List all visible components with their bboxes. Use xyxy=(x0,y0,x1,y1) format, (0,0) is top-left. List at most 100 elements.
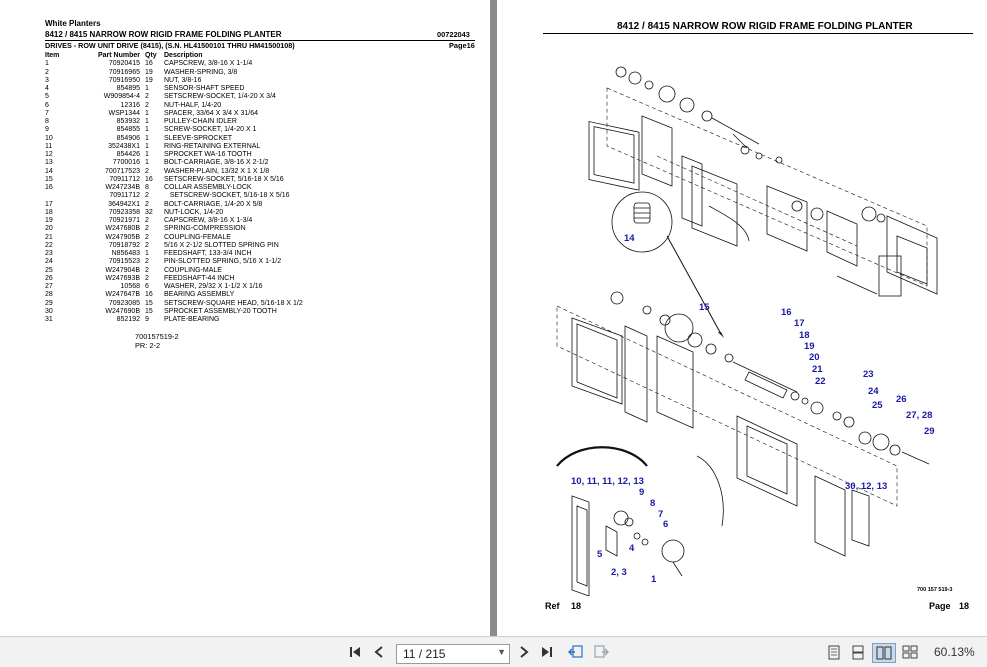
row-item: 24 xyxy=(45,258,53,266)
row-qty: 8 xyxy=(145,184,149,191)
row-part-number: W247234B xyxy=(105,184,140,191)
row-description: WASHER-PLAIN, 13/32 X 1 X 1/8 xyxy=(164,167,270,175)
header-rule xyxy=(45,40,475,41)
row-qty: 1 xyxy=(145,134,149,142)
page-number-input[interactable]: 11 / 215 ▼ xyxy=(396,644,510,664)
row-qty: 2 xyxy=(145,93,149,101)
row-part-number: W247904B xyxy=(105,266,140,274)
row-qty: 1 xyxy=(145,109,149,117)
row-part-number: N856483 xyxy=(111,250,140,257)
row-part-number: 70916965 xyxy=(108,68,140,76)
two-page-view-icon[interactable] xyxy=(872,643,896,663)
row-part-number: 7700016 xyxy=(112,159,140,167)
first-page-icon[interactable] xyxy=(346,643,364,661)
row-qty: 2 xyxy=(145,225,149,233)
footer-code: 700157519-2 xyxy=(135,332,179,341)
row-qty: 1 xyxy=(145,159,149,167)
row-part-number: 70915523 xyxy=(108,258,140,266)
row-qty: 2 xyxy=(145,101,149,109)
page-dropdown-icon[interactable]: ▼ xyxy=(497,647,506,657)
row-part-number: 854895 xyxy=(116,85,140,92)
row-item: 30 xyxy=(45,307,53,315)
row-part-number: 70921971 xyxy=(108,217,140,224)
row-qty: 1 xyxy=(145,250,149,257)
two-page-continuous-icon[interactable] xyxy=(899,643,921,661)
single-page-view-icon[interactable] xyxy=(825,643,843,661)
row-description: FEEDSHAFT-44 INCH xyxy=(164,274,235,282)
row-description: 5/16 X 2-1/2 SLOTTED SPRING PIN xyxy=(164,241,279,249)
callout-25: 25 xyxy=(872,400,883,411)
row-item: 8 xyxy=(45,118,49,125)
callout-24: 24 xyxy=(868,386,879,397)
next-view-icon[interactable] xyxy=(591,643,611,661)
row-qty: 2 xyxy=(145,200,149,208)
row-item: 11 xyxy=(45,142,53,150)
callout-18: 18 xyxy=(799,330,810,341)
row-qty: 19 xyxy=(145,76,153,84)
callout-16: 16 xyxy=(781,307,792,318)
row-part-number: 70923085 xyxy=(108,299,140,307)
row-item: 6 xyxy=(45,101,49,109)
row-item: 28 xyxy=(45,291,53,299)
row-description: SETSCREW-SOCKET, 5/16-18 X 5/16 xyxy=(164,192,290,200)
parts-table-header: Item Part Number Qty Description xyxy=(45,52,303,60)
zoom-level[interactable]: 60.13% xyxy=(934,645,975,659)
row-part-number: 70923358 xyxy=(108,208,140,216)
row-part-number: 854906 xyxy=(116,134,140,142)
row-qty: 15 xyxy=(145,299,153,307)
callout-21: 21 xyxy=(812,364,823,375)
row-description: SPROCKET ASSEMBLY-20 TOOTH xyxy=(164,307,277,315)
row-qty: 2 xyxy=(145,217,149,224)
previous-view-icon[interactable] xyxy=(566,643,586,661)
ref-label: Ref xyxy=(545,601,560,611)
row-item: 19 xyxy=(45,217,53,224)
row-item: 7 xyxy=(45,109,49,117)
row-description: SETSCREW-SOCKET, 5/16-18 X 5/16 xyxy=(164,175,284,183)
planter-title: 8412 / 8415 NARROW ROW RIGID FRAME FOLDI… xyxy=(45,30,282,39)
row-item: 27 xyxy=(45,283,53,290)
row-item: 16 xyxy=(45,184,53,191)
col-description: Description xyxy=(164,52,203,59)
upper-row-assembly xyxy=(588,66,938,297)
row-description: WASHER-SPRING, 3/8 xyxy=(164,68,238,76)
callout-4: 4 xyxy=(629,543,635,554)
doc-number: 00722043 xyxy=(437,30,470,39)
row-item: 18 xyxy=(45,208,53,216)
row-description: SETSCREW-SQUARE HEAD, 5/16-18 X 1/2 xyxy=(164,299,303,307)
previous-page-icon[interactable] xyxy=(370,643,388,661)
next-page-icon[interactable] xyxy=(515,643,533,661)
row-qty: 19 xyxy=(145,68,153,76)
last-page-icon[interactable] xyxy=(538,643,556,661)
row-item: 23 xyxy=(45,250,53,257)
table-row: 2 70916965 19 WASHER-SPRING, 3/8 xyxy=(45,69,303,77)
row-part-number: W247693B xyxy=(105,274,140,282)
row-description: SCREW-SOCKET, 1/4-20 X 1 xyxy=(164,126,257,134)
row-description: SENSOR-SHAFT SPEED xyxy=(164,85,245,92)
row-item: 3 xyxy=(45,76,49,84)
callout-6: 6 xyxy=(663,519,669,530)
callout-1: 1 xyxy=(651,574,657,585)
row-qty: 2 xyxy=(145,167,149,175)
continuous-view-icon[interactable] xyxy=(849,643,867,661)
row-item: 4 xyxy=(45,85,49,92)
row-description: PULLEY-CHAIN IDLER xyxy=(164,118,237,125)
row-description: BOLT-CARRIAGE, 1/4-20 X 5/8 xyxy=(164,200,263,208)
callout-9: 9 xyxy=(639,487,645,498)
row-description: SPRING-COMPRESSION xyxy=(164,225,246,233)
row-item: 2 xyxy=(45,68,49,76)
callout-2-3: 2, 3 xyxy=(611,567,627,578)
row-qty: 1 xyxy=(145,85,149,92)
row-qty: 1 xyxy=(145,118,149,125)
row-part-number: 70920415 xyxy=(108,60,140,68)
